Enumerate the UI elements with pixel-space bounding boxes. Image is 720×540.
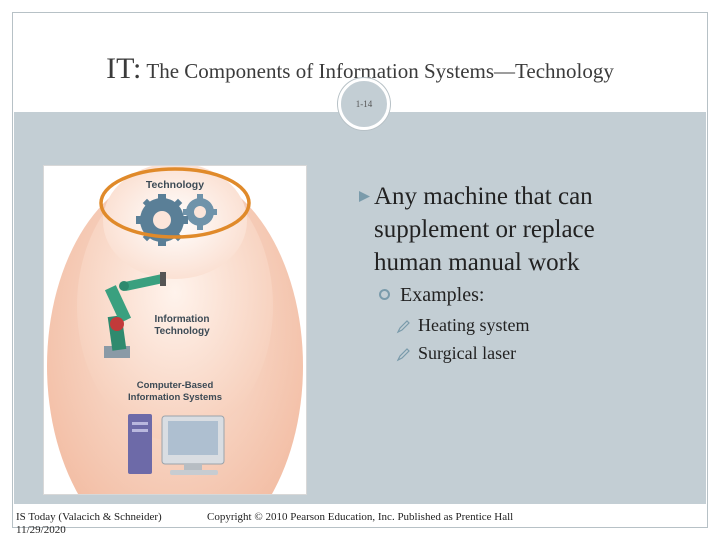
slide-frame	[12, 12, 708, 528]
example-laser: Surgical laser	[418, 343, 517, 363]
slide-number-badge: 1-14	[338, 78, 390, 130]
components-figure: Technology Information Technology Comput…	[43, 163, 307, 540]
bullet-ring-icon	[379, 289, 390, 300]
bullet-arrow-icon	[359, 191, 370, 202]
pen-bullet-icon	[396, 320, 410, 334]
footer-date: 11/29/2020	[16, 524, 66, 536]
main-bullet-line2: supplement or replace	[374, 216, 595, 243]
cbis-label-line2: Information Systems	[128, 392, 222, 403]
it-label-line1: Information	[155, 314, 210, 325]
footer-copyright: Copyright © 2010 Pearson Education, Inc.…	[207, 511, 514, 523]
main-bullet: Any machine that can supplement or repla…	[359, 180, 700, 279]
example-item: Surgical laser	[396, 343, 517, 364]
slide-title: IT: The Components of Information System…	[0, 52, 720, 86]
footer-source-text: IS Today (Valacich & Schneider)	[16, 511, 162, 523]
computer-icon	[128, 414, 225, 475]
it-label-line2: Technology	[154, 326, 210, 337]
examples-label: Examples:	[400, 284, 485, 306]
pen-bullet-icon	[396, 348, 410, 362]
example-heating: Heating system	[418, 315, 530, 335]
technology-label: Technology	[146, 179, 204, 191]
bullet-list: Any machine that can supplement or repla…	[359, 180, 700, 363]
slide-number: 1-14	[355, 99, 373, 109]
example-item: Heating system	[396, 315, 530, 336]
title-lead: IT:	[106, 52, 142, 85]
main-bullet-line3: human manual work	[374, 249, 580, 276]
cbis-label-line1: Computer-Based	[137, 380, 214, 391]
examples-bullet: Examples:	[379, 284, 485, 307]
robot-arm-icon	[104, 272, 166, 358]
footer-source: IS Today (Valacich & Schneider) 11/29/20…	[16, 511, 162, 537]
nested-ovals-diagram: Technology Information Technology Comput…	[47, 163, 303, 540]
technology-highlight-ring	[99, 167, 251, 239]
title-rest: The Components of Information Systems—Te…	[146, 59, 614, 83]
main-bullet-line1: Any machine that can	[374, 183, 593, 210]
